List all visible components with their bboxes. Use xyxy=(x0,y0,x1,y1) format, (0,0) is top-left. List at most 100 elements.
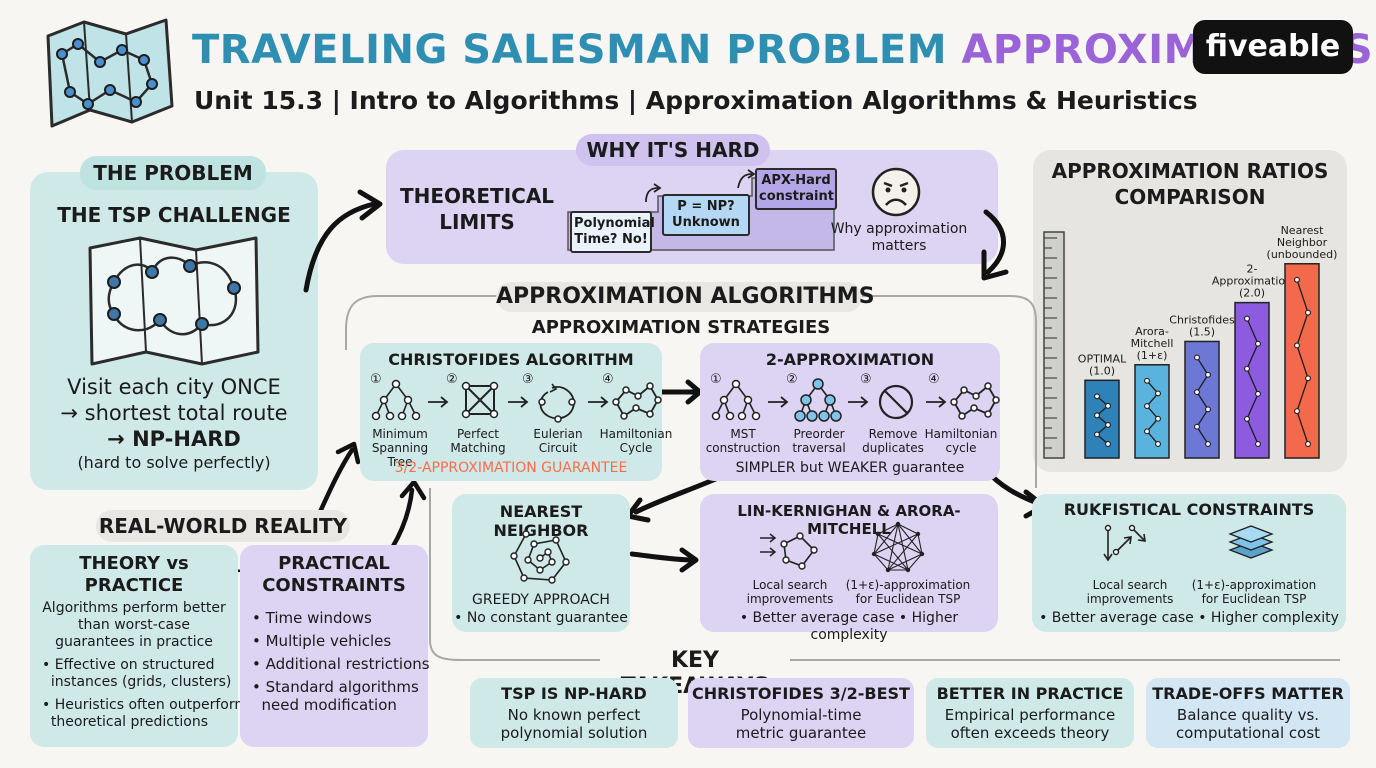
bar-path-node xyxy=(1205,371,1211,378)
christofides-steps xyxy=(371,379,662,423)
lin-bullet: • Better average case • Higher complexit… xyxy=(739,610,959,643)
christofides-step-2: Perfect Matching xyxy=(450,427,506,455)
bar-label: (1.0) xyxy=(1089,364,1115,377)
takeaway-title-4: TRADE-OFFS MATTER xyxy=(1152,684,1344,703)
real-world-heading: REAL-WORLD REALITY xyxy=(96,510,350,542)
bar-label: Neighbor xyxy=(1277,236,1328,249)
two-approx-step-3: Remove duplicates xyxy=(862,427,924,455)
christofides-guarantee: 3/2-APPROXIMATION GUARANTEE xyxy=(394,460,628,476)
nearest-panel xyxy=(452,494,630,632)
takeaway-title-1: TSP IS NP-HARD xyxy=(501,684,647,703)
takeaway-card-4 xyxy=(1146,678,1350,748)
heuristic-left: Local search improvements xyxy=(1086,578,1174,606)
heuristic-title: RUKFISTICAL CONSTRAINTS xyxy=(1063,500,1315,519)
takeaway-card-2 xyxy=(688,678,914,748)
christofides-panel xyxy=(360,343,662,481)
approx-heading: APPROXIMATION ALGORITHMS xyxy=(496,282,875,312)
problem-line4: (hard to solve perfectly) xyxy=(77,453,271,472)
bar-path-node xyxy=(1094,393,1100,400)
bar-path-line xyxy=(1196,357,1209,445)
bar-path-node xyxy=(1294,408,1300,415)
network-mesh-icon xyxy=(871,521,925,573)
bar-path-node xyxy=(1194,389,1200,396)
logo-text: fiveable xyxy=(1205,29,1341,64)
nearest-bullet: • No constant guarantee xyxy=(454,610,628,626)
bar-label: 2- xyxy=(1247,263,1258,276)
bar-label: (1+ε) xyxy=(1137,349,1168,362)
theory-bullet-1: • Effective on structured instances (gri… xyxy=(42,657,232,690)
heuristic-panel xyxy=(1032,494,1346,632)
bar-path-node xyxy=(1155,390,1161,397)
why-approx-caption: Why approximation matters xyxy=(830,221,968,254)
bar-path-node xyxy=(1294,276,1300,283)
why-hard-heading: WHY IT'S HARD xyxy=(576,134,770,166)
two-approx-num-4: ④ xyxy=(928,372,940,387)
bar-path-node xyxy=(1194,423,1200,430)
bar-path-node xyxy=(1244,365,1250,372)
bar-path-node xyxy=(1244,315,1250,322)
layers-icon xyxy=(1228,525,1274,559)
greedy-spiral-icon xyxy=(510,530,570,584)
bar-path-node xyxy=(1144,403,1150,410)
two-approx-title: 2-APPROXIMATION xyxy=(765,350,935,369)
lin-left: Local search improvements xyxy=(746,578,834,606)
two-approx-step-4: Hamiltonian cycle xyxy=(924,427,998,455)
bar-path-node xyxy=(1144,377,1150,384)
theory-text: Algorithms perform better than worst-cas… xyxy=(42,600,226,650)
two-approx-panel xyxy=(700,343,1000,481)
christofides-step-3: Eulerian Circuit xyxy=(533,427,583,455)
ratio-chart: OPTIMAL(1.0)Arora-Mitchell(1+ε)Christofi… xyxy=(1043,224,1337,459)
bar-path-node xyxy=(1294,342,1300,349)
nearest-caption: GREEDY APPROACH xyxy=(472,592,610,608)
christofides-num-1: ① xyxy=(370,372,382,387)
tsp-map-icon xyxy=(88,236,260,366)
nearest-title: NEAREST NEIGHBOR xyxy=(493,502,589,540)
takeaway-text-3: Empirical performance often exceeds theo… xyxy=(944,706,1116,742)
christofides-title: CHRISTOFIDES ALGORITHM xyxy=(388,350,634,369)
problem-title: THE TSP CHALLENGE xyxy=(57,203,291,227)
local-search-icon xyxy=(760,532,818,570)
takeaway-card-3 xyxy=(926,678,1134,748)
bar-path-node xyxy=(1305,309,1311,316)
two-approx-guarantee: SIMPLER but WEAKER guarantee xyxy=(735,460,965,476)
problem-heading: THE PROBLEM xyxy=(80,156,266,190)
p-np-box: P = NP? Unknown xyxy=(662,194,750,236)
takeaway-title-2: CHRISTOFIDES 3/2-BEST xyxy=(692,684,910,703)
bar-path-node xyxy=(1094,431,1100,438)
problem-line1: Visit each city ONCE xyxy=(67,375,281,399)
bar-path-node xyxy=(1105,441,1111,447)
step-arrows xyxy=(645,169,756,203)
bar-path-node xyxy=(1305,441,1311,447)
takeaway-text-1: No known perfect polynomial solution xyxy=(500,706,648,742)
lin-panel xyxy=(700,494,998,632)
heuristic-bullet: • Better average case • Higher complexit… xyxy=(1039,610,1339,626)
bar-path-node xyxy=(1305,375,1311,382)
bar-path-node xyxy=(1155,441,1161,447)
bar-path-node xyxy=(1144,428,1150,435)
lin-title: LIN-KERNIGHAN & ARORA-MITCHELL xyxy=(737,502,961,538)
lin-right: (1+ε)-approximation for Euclidean TSP xyxy=(845,578,971,606)
two-approx-step-1: MST construction xyxy=(705,427,781,455)
bar-path-node xyxy=(1255,340,1261,347)
christofides-num-2: ② xyxy=(446,372,458,387)
bar-label: Christofides xyxy=(1169,313,1235,326)
theoretical-limits: THEORETICAL LIMITS xyxy=(399,184,555,234)
bar-path-node xyxy=(1155,415,1161,422)
bar-path-line xyxy=(1296,279,1309,445)
bar-path-node xyxy=(1205,406,1211,413)
two-approx-steps xyxy=(711,378,1000,422)
theory-bullet-2: • Heuristics often outperform theoretica… xyxy=(42,697,248,730)
practical-item-2: • Multiple vehicles xyxy=(252,632,392,650)
practical-item-1: • Time windows xyxy=(252,609,372,627)
takeaway-title-3: BETTER IN PRACTICE xyxy=(936,684,1124,703)
two-approx-num-2: ② xyxy=(786,372,798,387)
bar-label: Approximation xyxy=(1212,275,1292,288)
christofides-step-4: Hamiltonian Cycle xyxy=(599,427,673,455)
heuristic-arrows-icon xyxy=(1103,524,1146,562)
christofides-step-1: Minimum Spanning Tree xyxy=(371,427,429,469)
theory-title: THEORY vs PRACTICE xyxy=(79,553,189,596)
apx-hard-box: APX-Hard constraint xyxy=(755,168,837,210)
bar-path-node xyxy=(1105,421,1111,428)
bar-label: (2.0) xyxy=(1239,287,1265,300)
bar-path-node xyxy=(1244,415,1250,422)
